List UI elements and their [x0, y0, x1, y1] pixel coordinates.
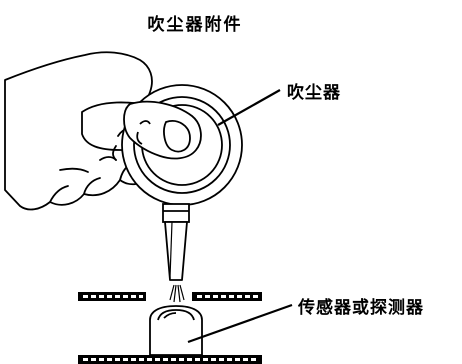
air-spray: [169, 284, 185, 303]
bottom-strip: [78, 355, 262, 364]
sensor-cup: [149, 305, 203, 356]
bottom-strip-gaps: [83, 358, 256, 361]
blower-label: 吹尘器: [287, 83, 341, 103]
figure-title: 吹尘器附件: [147, 15, 243, 35]
blower-leader-line: [217, 89, 281, 126]
blower-nozzle: [164, 221, 188, 281]
top-strip-gaps: [83, 295, 258, 298]
top-strip-right: [192, 292, 262, 301]
sensor-label: 传感器或探测器: [298, 298, 424, 318]
sensor-leader-line: [187, 303, 293, 344]
thumb-overlay: [123, 100, 202, 160]
blower-neck: [162, 203, 190, 223]
